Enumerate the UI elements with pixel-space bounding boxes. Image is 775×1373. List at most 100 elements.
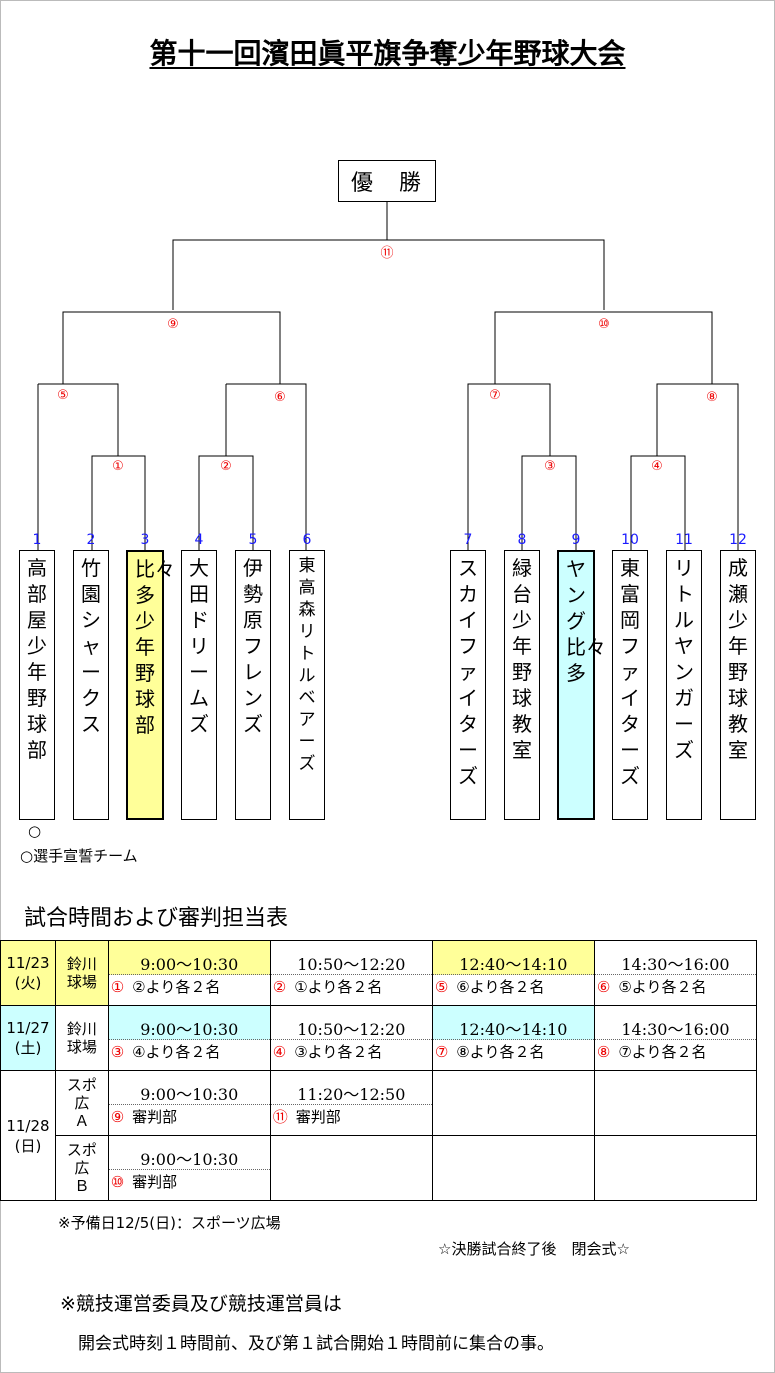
date-text: 11/23 — [6, 954, 50, 972]
team-name: 高部屋少年野球部 — [27, 556, 47, 762]
game-label-7: ⑦ — [489, 388, 501, 403]
team-number: 11 — [675, 532, 693, 548]
team-name: 東富岡ファイターズ — [620, 556, 640, 788]
venue-cell: スポ 広 Ｂ — [54, 1135, 109, 1201]
slot-time: 14:30～16:00 — [621, 955, 730, 974]
team-number: 12 — [729, 532, 747, 548]
venue-text: 鈴川 — [66, 955, 97, 973]
weekday-text: (土) — [14, 1039, 42, 1057]
team-number: 5 — [248, 532, 258, 548]
date-cell: 11/27 (土) — [0, 1005, 56, 1071]
reserve-note: ※予備日12/5(日)：スポーツ広場 — [58, 1214, 281, 1232]
slot-time: 14:30～16:00 — [621, 1020, 730, 1039]
venue-text: スポ — [66, 1141, 97, 1159]
team-number: 3 — [140, 532, 150, 548]
slot-time: 10:50～12:20 — [297, 1020, 406, 1039]
team-box: 東富岡ファイターズ — [612, 550, 648, 820]
slot-time: 12:40～14:10 — [459, 1020, 568, 1039]
game-label-6: ⑥ — [274, 390, 286, 405]
game-label-5: ⑤ — [57, 388, 69, 403]
team-box: リトルヤンガーズ — [666, 550, 702, 820]
team-box-highlighted: 比々多少年野球部 — [126, 550, 175, 820]
weekday-text: (火) — [14, 974, 42, 992]
schedule-title: 試合時間および審判担当表 — [24, 906, 289, 931]
venue-text: 広 — [74, 1159, 90, 1177]
tournament-bracket — [37, 202, 739, 550]
venue-text: Ａ — [74, 1112, 90, 1130]
empty-cell — [431, 1070, 595, 1136]
team-number: 10 — [621, 532, 639, 548]
game-label-4: ④ — [651, 459, 663, 474]
team-name: 比々多少年野球部 — [135, 557, 175, 737]
venue-cell: スポ 広 Ａ — [54, 1070, 109, 1136]
game-label-10: ⑩ — [598, 317, 610, 332]
slot-time: 9:00～10:30 — [140, 1020, 239, 1039]
team-box: 竹園シャークス — [73, 550, 109, 820]
empty-cell — [431, 1135, 595, 1201]
footer-line-2: 開会式時刻１時間前、及び第１試合開始１時間前に集合の事。 — [78, 1334, 554, 1354]
venue-text: 鈴川 — [66, 1020, 97, 1038]
team-number: 4 — [194, 532, 204, 548]
team-box: 緑台少年野球教室 — [504, 550, 540, 820]
team-box: 成瀬少年野球教室 — [720, 550, 756, 820]
slot-time: 12:40～14:10 — [459, 955, 568, 974]
venue-text: 広 — [74, 1094, 90, 1112]
slot-time: 10:50～12:20 — [297, 955, 406, 974]
page-title: 第十一回濱田眞平旗争奪少年野球大会 — [149, 37, 626, 70]
game-label-3: ③ — [544, 459, 556, 474]
venue-text: 球場 — [66, 973, 97, 991]
game-label-9: ⑨ — [167, 317, 179, 332]
team-box: 高部屋少年野球部 — [19, 550, 55, 820]
team-name: 東高森リトルベアーズ — [298, 556, 316, 774]
champion-box: 優 勝 — [338, 160, 436, 202]
team-box: スカイファイターズ — [450, 550, 486, 820]
footer-line-1: ※競技運営委員及び競技運営員は — [60, 1293, 342, 1315]
date-text: 11/27 — [6, 1019, 50, 1037]
team-name: スカイファイターズ — [458, 556, 478, 788]
team-name: 成瀬少年野球教室 — [728, 556, 748, 762]
team-box: 東高森リトルベアーズ — [289, 550, 325, 820]
venue-cell: 鈴川 球場 — [54, 940, 109, 1006]
team-number: 8 — [517, 532, 527, 548]
team-number: 7 — [463, 532, 473, 548]
team-number: 2 — [86, 532, 96, 548]
oath-mark: ○ — [28, 822, 42, 840]
team-number: 9 — [571, 532, 581, 548]
team-name: 大田ドリームズ — [189, 556, 209, 736]
slot-time: 11:20～12:50 — [297, 1085, 406, 1104]
team-box: 大田ドリームズ — [181, 550, 217, 820]
game-label-8: ⑧ — [706, 390, 718, 405]
venue-text: 球場 — [66, 1038, 97, 1056]
venue-cell: 鈴川 球場 — [54, 1005, 109, 1071]
team-box: 伊勢原フレンズ — [235, 550, 271, 820]
venue-text: Ｂ — [74, 1177, 90, 1195]
team-name: 緑台少年野球教室 — [512, 556, 532, 762]
empty-cell — [593, 1135, 758, 1201]
game-label-1: ① — [112, 459, 124, 474]
game-label-2: ② — [220, 459, 232, 474]
team-name: リトルヤンガーズ — [674, 556, 694, 762]
slot-time: 9:00～10:30 — [140, 1085, 239, 1104]
